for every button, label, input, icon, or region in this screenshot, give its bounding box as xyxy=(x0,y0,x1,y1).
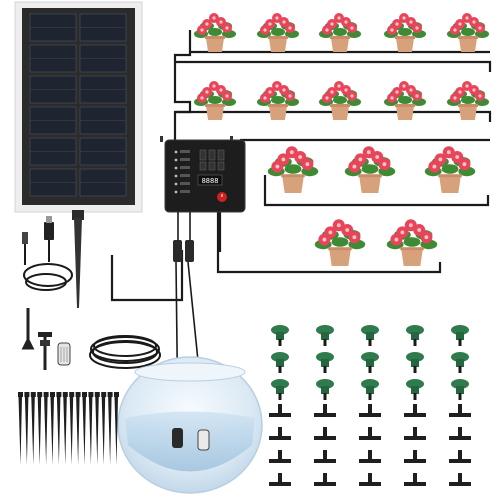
flower-pot xyxy=(447,81,489,120)
solar-panel xyxy=(14,1,143,308)
flower-pot xyxy=(314,219,366,266)
tee-connector xyxy=(269,404,291,417)
tee-connector xyxy=(314,404,336,417)
tee-connector xyxy=(404,473,426,486)
dripper xyxy=(451,352,469,373)
dripper xyxy=(406,352,424,373)
tee-connector xyxy=(404,450,426,463)
dripper xyxy=(406,325,424,346)
controller-display-digits: 8888 xyxy=(202,177,219,185)
flower-pot xyxy=(386,219,438,266)
indicator-light xyxy=(174,182,178,186)
flower-pot xyxy=(257,81,299,120)
flower-pot xyxy=(319,13,361,52)
flower-pot xyxy=(194,13,236,52)
tee-connectors xyxy=(269,404,471,486)
tee-connector xyxy=(314,473,336,486)
drip-stake xyxy=(101,392,107,465)
flower-pot xyxy=(194,81,236,120)
tee-connector xyxy=(449,450,471,463)
water-pump-left xyxy=(172,428,183,448)
tee-connector xyxy=(449,473,471,486)
tee-connector xyxy=(449,404,471,417)
drip-stake xyxy=(24,392,30,465)
dripper xyxy=(316,325,334,346)
dripper xyxy=(316,352,334,373)
flower-pot xyxy=(319,81,361,120)
drip-stake xyxy=(82,392,87,465)
drip-stake xyxy=(18,392,23,465)
dripper xyxy=(271,352,289,373)
flower-pot xyxy=(267,146,319,193)
drip-stake xyxy=(37,392,43,465)
flower-pot xyxy=(257,13,299,52)
tee-connector xyxy=(404,427,426,440)
drip-stake xyxy=(69,392,75,465)
flower-pot xyxy=(384,13,426,52)
drip-stake xyxy=(88,392,94,465)
solar-cells xyxy=(29,13,127,197)
dripper xyxy=(361,325,379,346)
accessories xyxy=(21,308,161,370)
tee-connector xyxy=(449,427,471,440)
drip-stake xyxy=(94,392,100,465)
water-pump-right xyxy=(197,429,210,451)
dripper xyxy=(451,379,469,400)
tee-connector xyxy=(359,473,381,486)
dripper xyxy=(361,379,379,400)
drip-stake xyxy=(30,392,36,465)
tee-connector xyxy=(269,473,291,486)
tee-connector xyxy=(269,427,291,440)
tubing-coil xyxy=(89,335,161,369)
water-bowl xyxy=(117,356,263,494)
indicator-light xyxy=(174,158,178,162)
drip-stake xyxy=(62,392,68,465)
dripper xyxy=(406,379,424,400)
usb-cable xyxy=(22,216,73,291)
tee-connector xyxy=(269,450,291,463)
indicator-light xyxy=(174,190,178,194)
flower-pot xyxy=(384,81,426,120)
tee-connector xyxy=(314,427,336,440)
drip-stake xyxy=(21,308,35,350)
flower-pot xyxy=(447,13,489,52)
dripper xyxy=(361,352,379,373)
ground-stake xyxy=(74,218,82,308)
drip-stake xyxy=(107,392,113,465)
indicator-light xyxy=(174,174,178,178)
flower-pot xyxy=(344,146,396,193)
adjustable-drippers xyxy=(271,325,469,400)
drip-stake xyxy=(50,392,55,465)
flower-pot xyxy=(424,146,476,193)
indicator-light xyxy=(174,150,178,154)
cable-connectors xyxy=(173,240,194,262)
indicator-light xyxy=(174,166,178,170)
flower-pots xyxy=(194,13,489,266)
tee-connector xyxy=(404,404,426,417)
controller-indicators xyxy=(174,149,225,194)
pump-controller: 8888 xyxy=(160,136,246,213)
dripper xyxy=(451,325,469,346)
drip-stakes xyxy=(18,392,119,465)
dripper xyxy=(271,379,289,400)
drip-stake xyxy=(75,392,81,465)
dripper xyxy=(271,325,289,346)
tee-connector xyxy=(359,427,381,440)
dripper xyxy=(316,379,334,400)
drip-stake xyxy=(56,392,62,465)
tee-connector xyxy=(359,404,381,417)
controller-display xyxy=(197,174,223,186)
tee-connector xyxy=(359,450,381,463)
tee-connector xyxy=(314,450,336,463)
drip-stake xyxy=(43,392,49,465)
drip-stake xyxy=(114,392,119,465)
